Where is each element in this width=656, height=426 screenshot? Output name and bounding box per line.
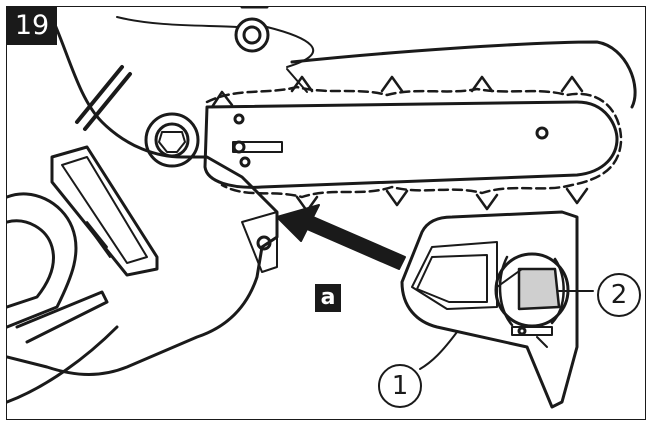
chain-cover xyxy=(400,210,579,409)
figure-number-badge: 19 xyxy=(7,7,57,45)
cover-knob-icon xyxy=(494,252,570,328)
saw-chain xyxy=(205,75,623,213)
saw-body xyxy=(7,7,314,404)
step-label-badge: a xyxy=(315,284,341,312)
chainsaw-illustration xyxy=(7,7,637,409)
figure-frame: 19 a 1 2 xyxy=(6,6,646,420)
bar-top-cover xyxy=(286,40,637,109)
callout-1: 1 xyxy=(378,364,422,408)
callout-1-leader xyxy=(419,331,458,370)
insert-arrow-icon xyxy=(276,204,406,270)
guide-bar xyxy=(203,100,619,189)
callout-2: 2 xyxy=(597,273,641,317)
